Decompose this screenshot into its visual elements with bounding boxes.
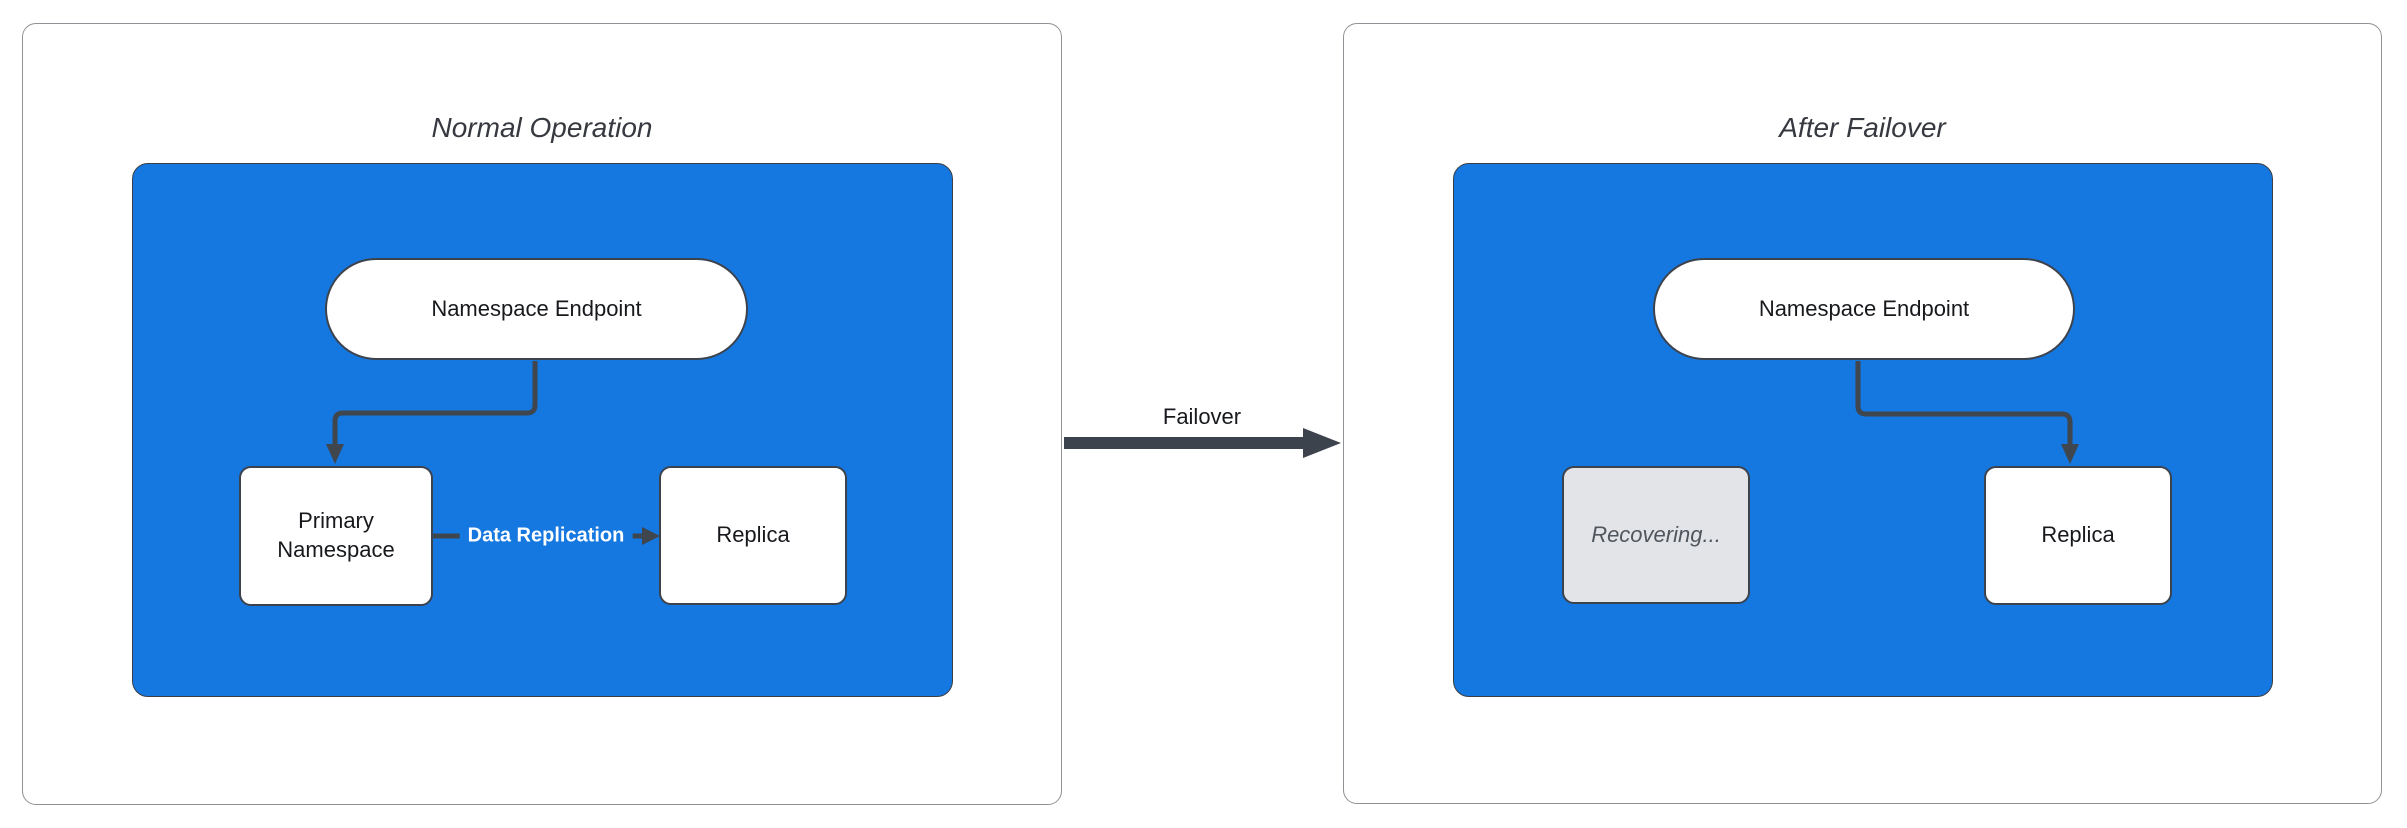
failover-arrow <box>1064 428 1341 458</box>
node-label: Namespace Endpoint <box>1758 296 1970 321</box>
arrowhead-right-icon <box>1303 428 1341 458</box>
edge-label-failover: Failover <box>1162 404 1242 429</box>
node-replica-normal: Replica <box>659 466 847 605</box>
node-label: Namespace Endpoint <box>431 296 642 321</box>
panel-title-normal-operation: Normal Operation <box>431 112 653 143</box>
namespace-container-normal <box>132 163 953 697</box>
panel-title-after-failover: After Failover <box>1779 112 1946 143</box>
node-recovering: Recovering... <box>1562 466 1750 604</box>
node-label: Primary Namespace <box>277 508 395 562</box>
node-primary-namespace: Primary Namespace <box>239 466 433 606</box>
namespace-container-failover <box>1453 163 2273 697</box>
node-label: Replica <box>716 522 790 548</box>
node-label: Recovering... <box>1591 521 1721 547</box>
node-replica-failover: Replica <box>1984 466 2172 605</box>
node-namespace-endpoint-normal: Namespace Endpoint <box>325 258 748 360</box>
edge-label-data-replication: Data Replication <box>459 522 633 550</box>
node-label: Replica <box>2041 522 2115 548</box>
node-namespace-endpoint-failover: Namespace Endpoint <box>1653 258 2075 360</box>
